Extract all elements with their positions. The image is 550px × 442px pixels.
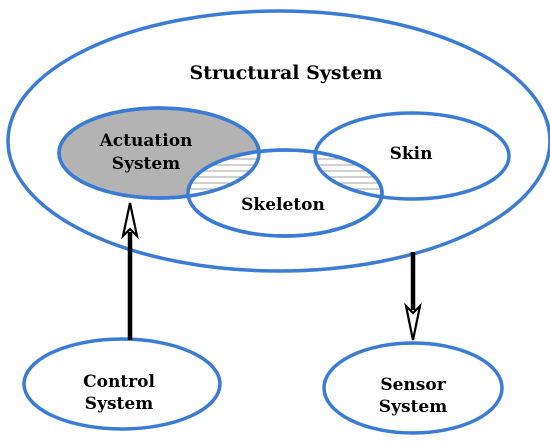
skeleton-label: Skeleton [241, 195, 325, 215]
skin-skeleton-overlap [315, 150, 382, 199]
control-system-ellipse [22, 337, 222, 431]
structural-to-sensor-arrow [404, 252, 422, 341]
sensor-system-label-line1: Sensor [380, 375, 446, 395]
structural-system-label: Structural System [189, 62, 382, 84]
control-system-label-line1: Control [83, 372, 155, 392]
actuation-skeleton-overlap [188, 150, 259, 198]
actuation-system-label-line2: System [112, 154, 180, 174]
sensor-system-label-line2: System [379, 397, 447, 417]
structural-system-ellipse [6, 9, 550, 273]
sensor-system-ellipse [322, 341, 504, 435]
skin-label: Skin [390, 144, 433, 164]
control-system-label-line2: System [85, 394, 153, 414]
actuation-system-label-line1: Actuation [99, 131, 193, 151]
skin-ellipse [313, 111, 511, 201]
control-to-actuation-arrow [121, 202, 139, 340]
